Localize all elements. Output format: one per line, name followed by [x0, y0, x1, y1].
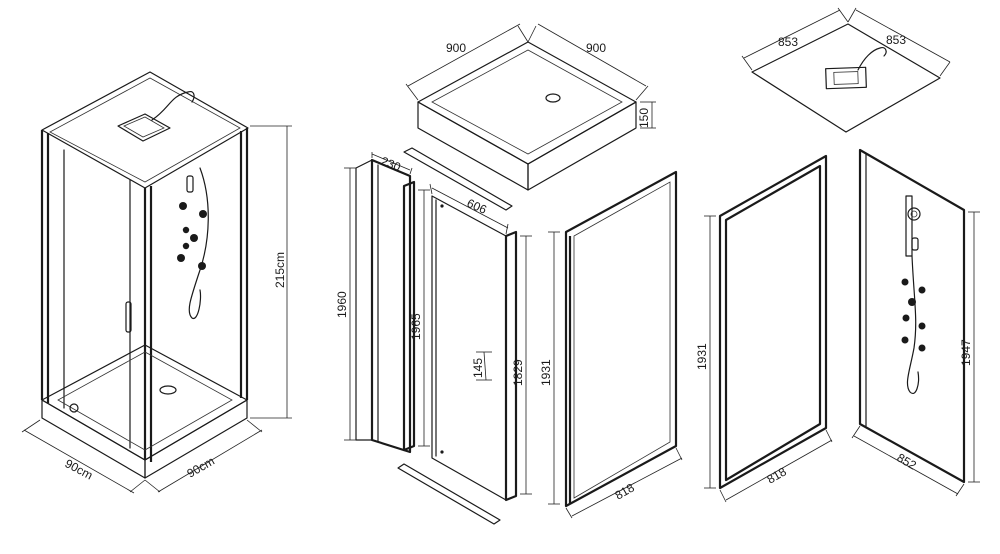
corner-column: 1965 [402, 180, 430, 452]
tray-side-b-label: 900 [586, 41, 606, 55]
fixed-glass-panel: 606 145 1829 [429, 183, 532, 502]
column-height-label: 1965 [409, 313, 423, 340]
panel-jets [901, 278, 926, 352]
door-handle [125, 301, 132, 333]
frame-height-label: 1931 [695, 343, 709, 370]
panel-height-label: 1947 [959, 339, 973, 366]
roof-hose [857, 47, 887, 71]
door-height-label: 1931 [539, 359, 553, 386]
fixed-glass-height-label: 1829 [511, 359, 525, 386]
roof-side-b-label: 853 [886, 33, 906, 47]
profile-height-label: 1960 [335, 291, 349, 318]
slide-bar [905, 195, 913, 257]
drain [159, 385, 177, 395]
rain-head-box [117, 113, 171, 142]
roof-side-a-label: 853 [778, 35, 798, 49]
bottom-rail [397, 463, 501, 525]
sliding-door-panel: 1931 818 [539, 170, 683, 519]
back-hose [188, 167, 209, 319]
side-profile: 1960 230 [335, 152, 413, 454]
fixed-glass-width-label: 606 [465, 196, 489, 217]
tray-drain [545, 93, 561, 103]
cabin-height-label: 215cm [273, 252, 287, 288]
handle-spacing-label: 145 [471, 358, 485, 378]
tray-side-a-label: 900 [446, 41, 466, 55]
back-wall-panel: 1947 852 [851, 148, 980, 497]
hand-shower-icon [907, 207, 921, 221]
roof-vent [825, 66, 867, 90]
shower-tray: 900 900 150 [405, 23, 656, 191]
frame-width-label: 818 [765, 464, 790, 486]
massage-jets [177, 202, 207, 270]
panel-hose [906, 255, 920, 394]
hose-top [151, 91, 195, 121]
roof-panel: 853 853 [741, 7, 951, 133]
cabin-width-right-label: 90cm [185, 454, 217, 481]
assembled-cabin: 215cm 90cm 90cm [21, 71, 292, 494]
tray-height-label: 150 [637, 108, 651, 128]
cabin-width-left-label: 90cm [63, 456, 95, 482]
door-frame-panel: 1931 818 [695, 154, 833, 503]
top-rail [403, 147, 513, 211]
